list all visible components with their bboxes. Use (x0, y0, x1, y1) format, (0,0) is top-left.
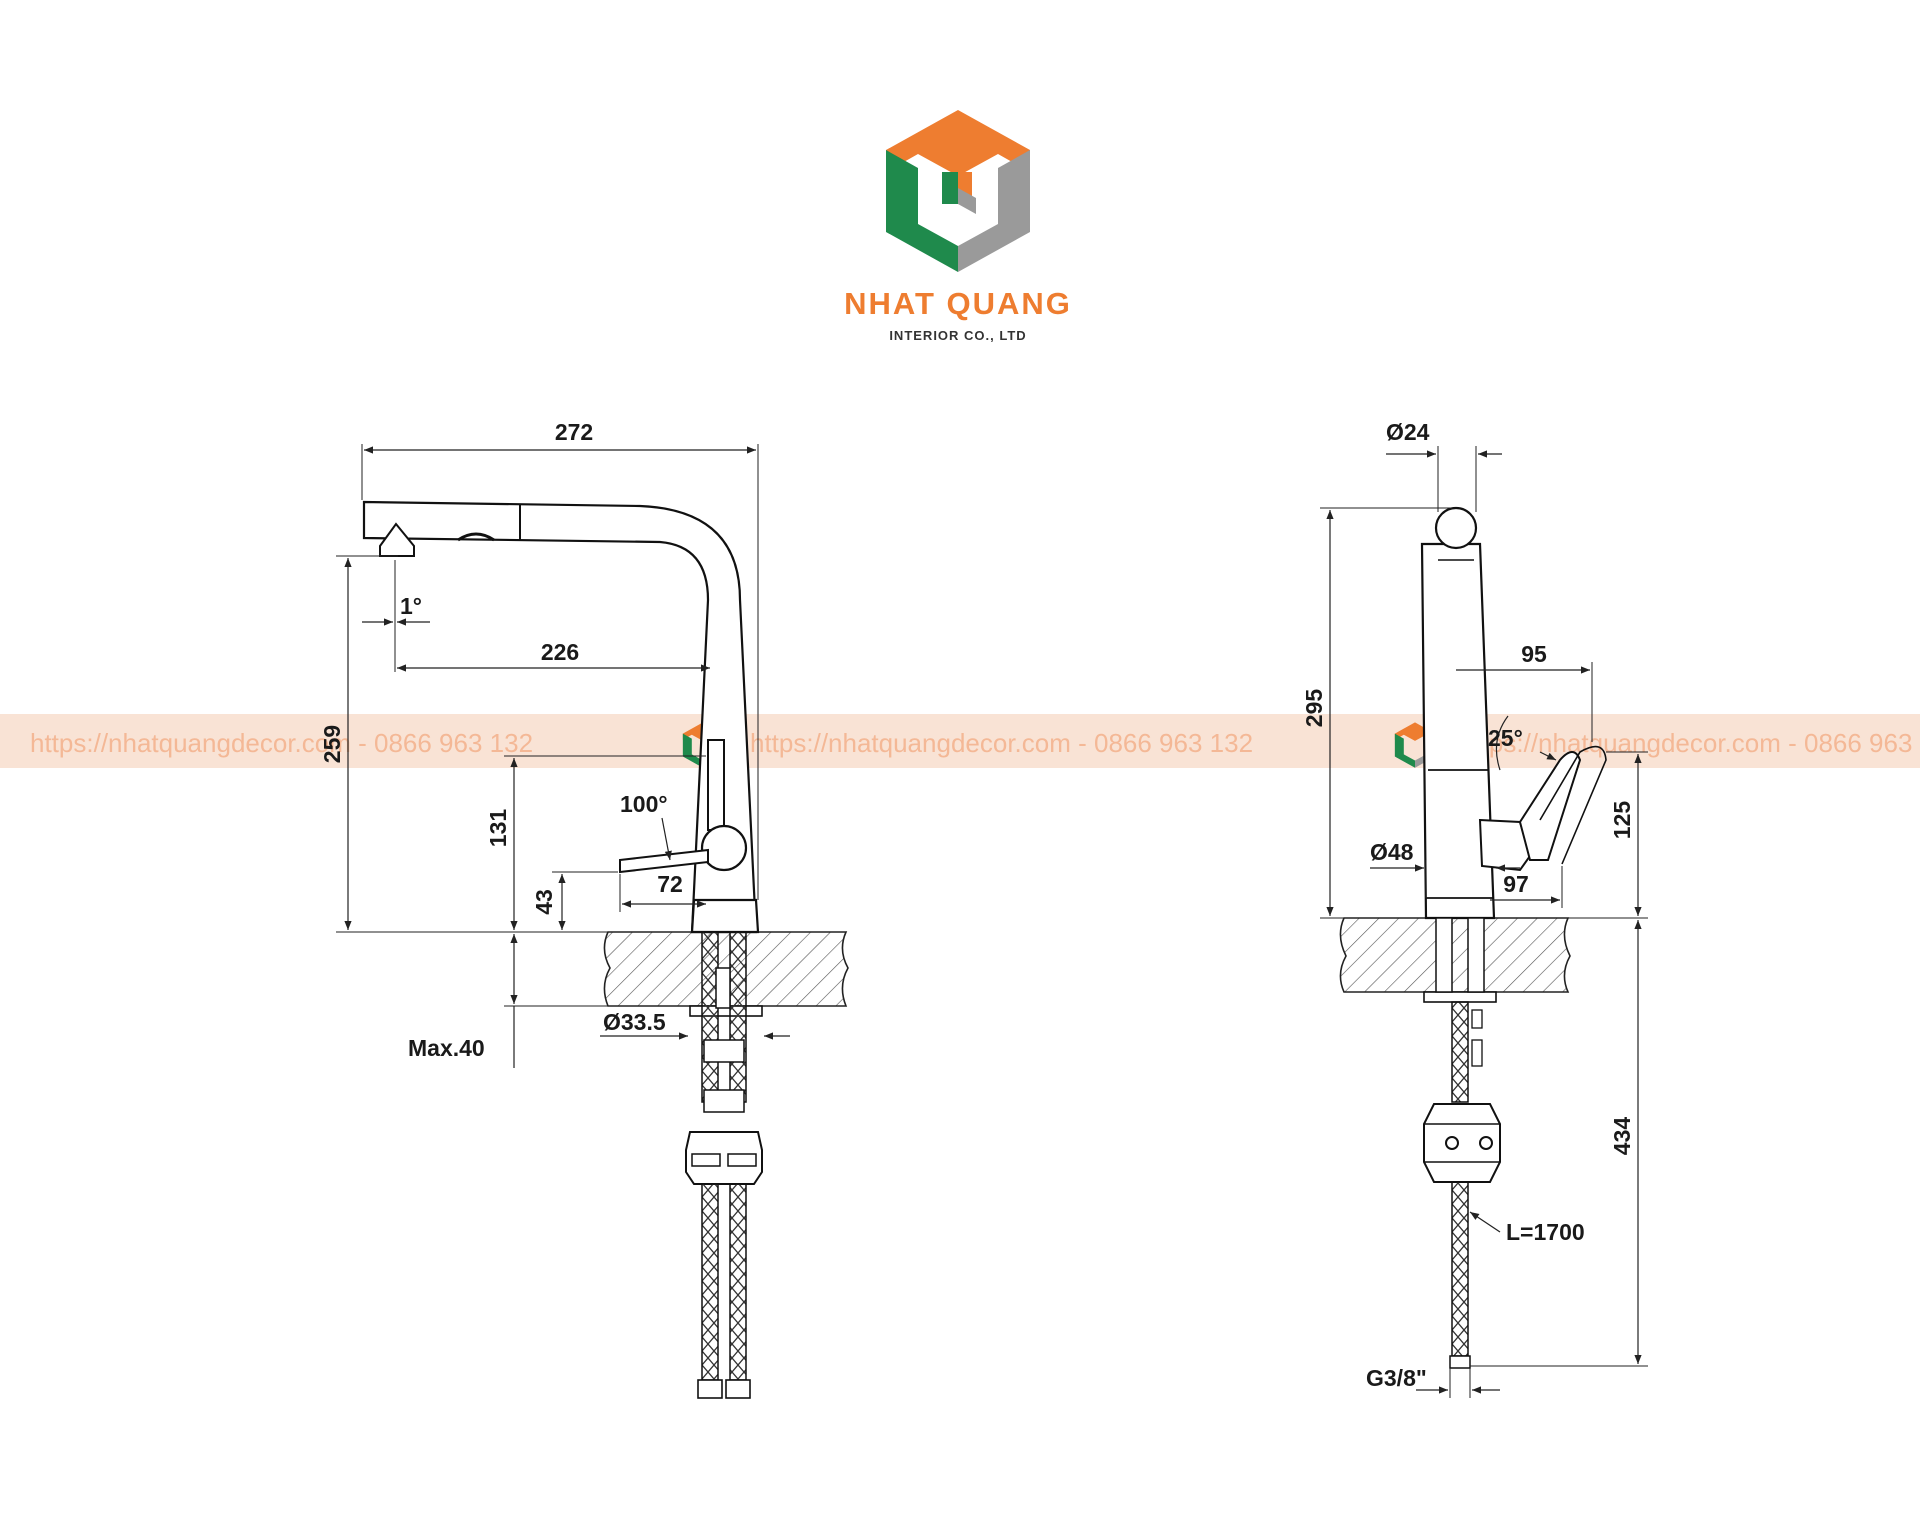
side-view: Ø24 295 95 25° 125 (1301, 419, 1648, 1398)
faucet-body-front (362, 500, 760, 934)
brand-subtitle: INTERIOR CO., LTD (889, 328, 1026, 343)
watermark-text-3: https://nhatquangdecor.com - 0866 963 13… (1460, 728, 1920, 758)
brand-name: NHAT QUANG (844, 286, 1072, 321)
dim-max-thickness: Max.40 (408, 1035, 485, 1061)
dim-spout-reach: 226 (541, 639, 579, 665)
dim-tilt-angle: 1° (400, 593, 422, 619)
dim-height-side: 295 (1301, 689, 1327, 728)
front-view: 272 226 1° 259 131 1 (319, 419, 849, 1399)
dim-max40: Max.40 (408, 934, 608, 1068)
dim-lever-reach-top: 95 (1521, 641, 1547, 667)
company-logo: NHAT QUANG INTERIOR CO., LTD (844, 110, 1072, 343)
dim-97: 97 (1490, 866, 1563, 908)
dim-base-diameter: Ø48 (1370, 839, 1414, 865)
dim-l1700: L=1700 (1469, 1211, 1585, 1245)
dim-hose-depth: 434 (1609, 1117, 1635, 1156)
faucet-body-side (1420, 506, 1607, 920)
dim-72: 72 (619, 871, 706, 912)
dim-g38: G3/8" (1366, 1365, 1500, 1398)
watermark-text-2: https://nhatquangdecor.com - 0866 963 13… (750, 728, 1253, 758)
watermark-text-1: https://nhatquangdecor.com - 0866 963 13… (30, 728, 533, 758)
dim-24: Ø24 (1386, 419, 1502, 512)
dim-side-lever-height: 125 (1609, 801, 1635, 840)
dim-226: 226 (394, 560, 710, 672)
dim-side-lever-angle: 25° (1488, 725, 1523, 751)
dim-thread: G3/8" (1366, 1365, 1427, 1391)
dim-295: 295 (1301, 507, 1452, 919)
countertop-side (1339, 917, 1571, 993)
dim-259: 259 (319, 555, 608, 933)
dim-33-5: Ø33.5 (600, 1009, 790, 1040)
dim-lever-angle: 100° (620, 791, 668, 817)
dim-lever-base: 43 (531, 889, 557, 915)
logo-mark-icon (886, 110, 1030, 272)
watermark-band: https://nhatquangdecor.com - 0866 963 13… (0, 714, 1920, 768)
dim-hole-diameter: Ø33.5 (603, 1009, 666, 1035)
dim-1deg: 1° (362, 593, 430, 626)
hoses-front (685, 931, 763, 1399)
dim-131: 131 (485, 755, 706, 930)
dim-lever-reach-bottom: 97 (1503, 871, 1529, 897)
dim-95: 95 (1456, 641, 1593, 742)
dim-272: 272 (361, 419, 759, 900)
dim-43: 43 (531, 871, 618, 930)
dim-25deg: 25° (1488, 715, 1557, 771)
dim-height-front: 259 (319, 725, 345, 763)
dim-434: 434 (1470, 920, 1648, 1367)
dim-125: 125 (1568, 751, 1648, 919)
dim-100deg: 100° (620, 791, 672, 861)
dim-hose-length: L=1700 (1506, 1219, 1585, 1245)
dim-lever-height: 131 (485, 809, 511, 848)
hose-side (1423, 917, 1501, 1369)
dim-overall-width: 272 (555, 419, 593, 445)
dim-spout-diameter: Ø24 (1386, 419, 1430, 445)
dim-48: Ø48 (1370, 839, 1520, 898)
dim-lever-reach: 72 (657, 871, 683, 897)
